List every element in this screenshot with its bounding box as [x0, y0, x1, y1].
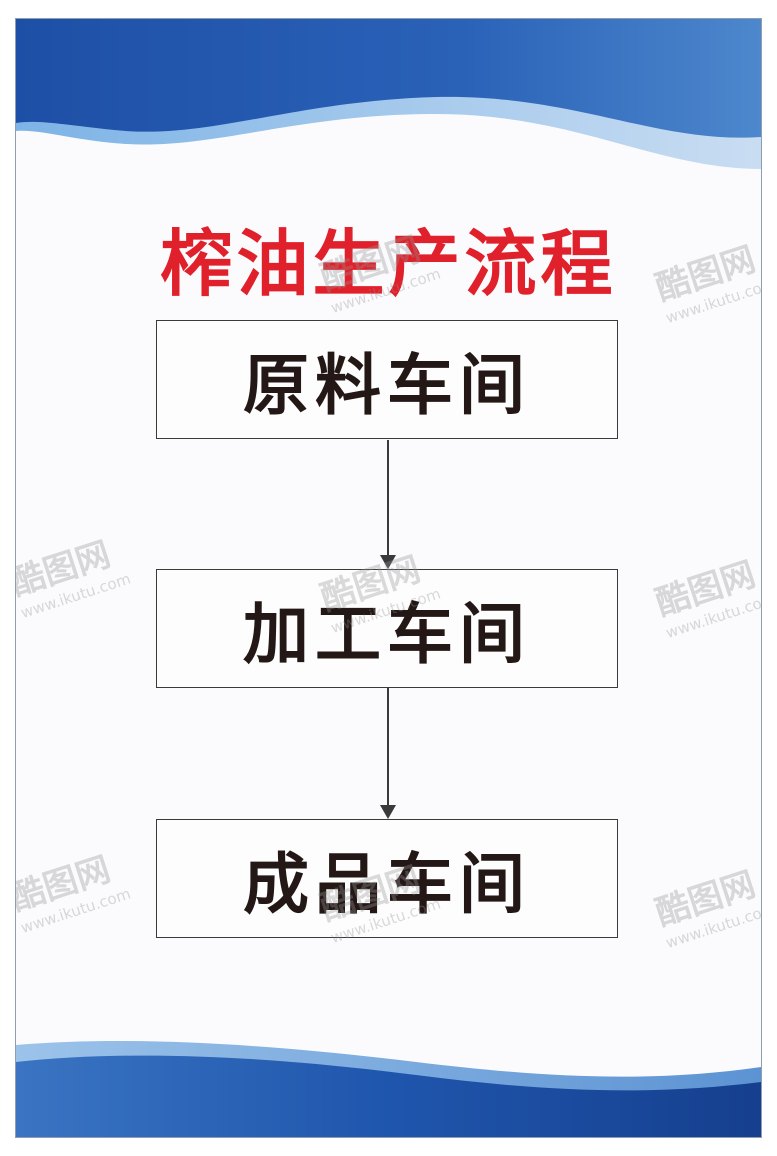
flowchart-board: 榨油生产流程 原料车间 加工车间 成品车间 酷图网 www.ikutu.com … [15, 18, 762, 1138]
watermark: 酷图网 www.ikutu.com [648, 543, 762, 643]
watermark-logo: 酷图网 [15, 849, 116, 919]
watermark: 酷图网 www.ikutu.com [15, 523, 133, 623]
watermark-url: www.ikutu.com [663, 899, 762, 953]
watermark: 酷图网 www.ikutu.com [648, 853, 762, 953]
watermark-url: www.ikutu.com [663, 589, 762, 643]
watermark-logo: 酷图网 [650, 864, 761, 934]
watermark-logo: 酷图网 [15, 534, 116, 604]
arrow-head-2 [380, 805, 396, 819]
top-wave-banner [16, 19, 761, 169]
step-label: 原料车间 [243, 346, 531, 424]
watermark-url: www.ikutu.com [18, 569, 133, 623]
watermark-logo: 酷图网 [650, 554, 761, 624]
watermark-url: www.ikutu.com [18, 884, 133, 938]
bottom-wave-banner [16, 1041, 761, 1137]
step-box-processing: 加工车间 [156, 569, 618, 688]
watermark: 酷图网 www.ikutu.com [15, 838, 133, 938]
arrow-head-1 [380, 555, 396, 569]
step-box-raw-material: 原料车间 [156, 320, 618, 439]
step-label: 加工车间 [243, 595, 531, 673]
step-box-finished-product: 成品车间 [156, 819, 618, 938]
poster-title: 榨油生产流程 [160, 222, 617, 307]
step-label: 成品车间 [243, 845, 531, 923]
